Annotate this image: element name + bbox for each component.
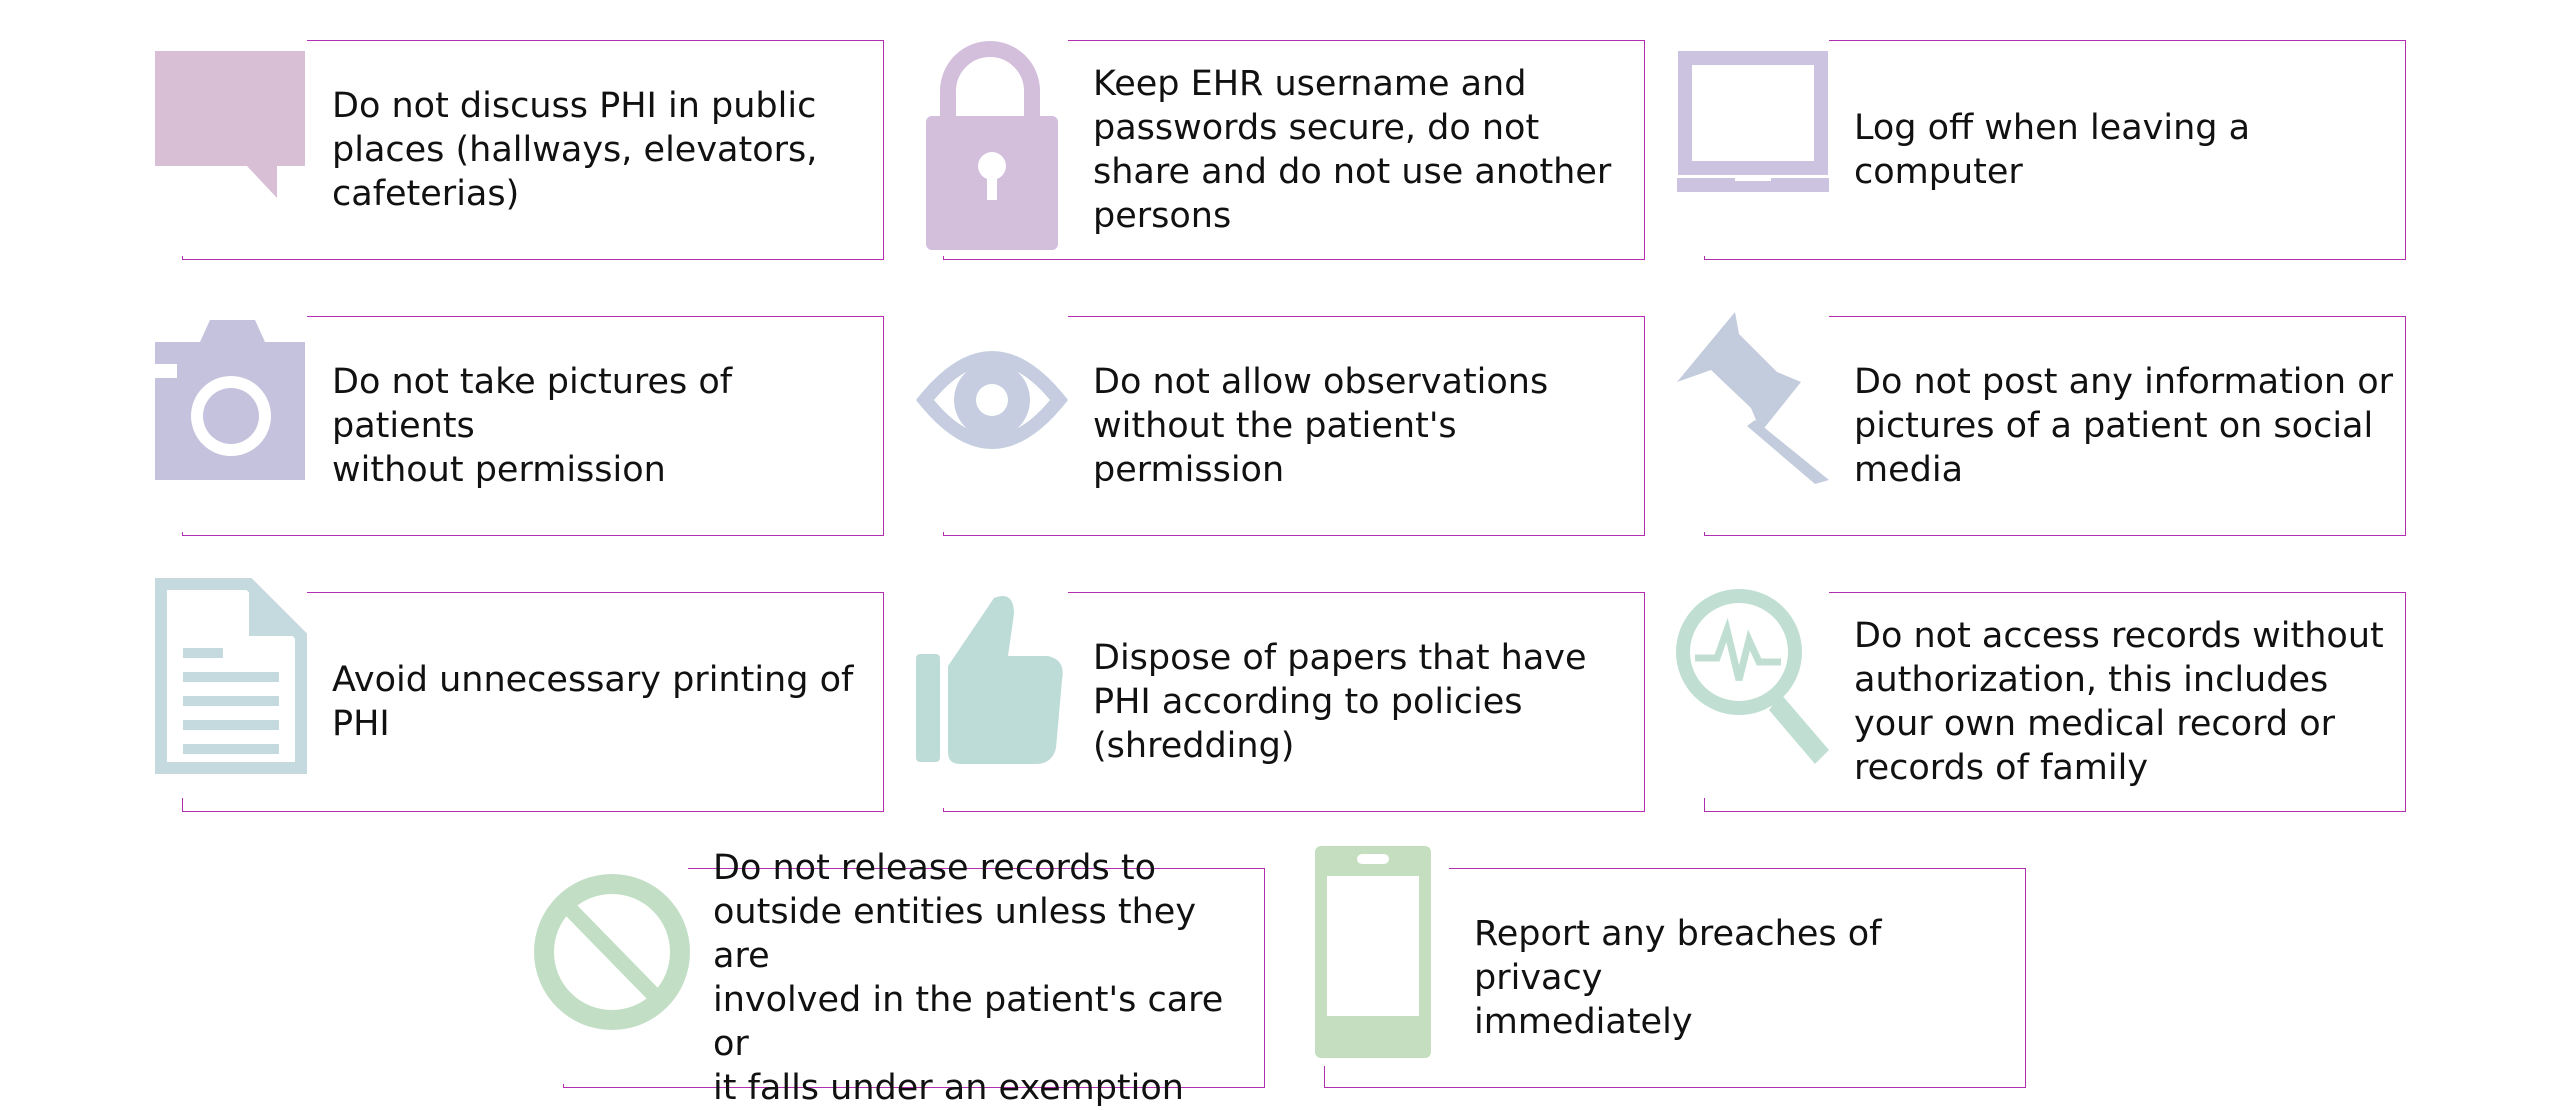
tip-icon-box-no-social-media [1677,312,1829,532]
tip-icon-box-no-unauthorized-access [1676,578,1829,798]
tip-icon-box-report-breaches [1297,846,1449,1066]
tip-text-no-observations: Do not allow observations without the pa… [1093,316,1638,536]
tip-text-no-social-media: Do not post any information or pictures … [1854,316,2399,536]
tip-label: Avoid unnecessary printing of PHI [332,660,854,744]
tip-icon-box-no-observations [916,312,1068,532]
tip-label: Report any breaches of privacy immediate… [1474,914,1882,1042]
magnifier-heartbeat-icon [1676,589,1829,764]
tip-text-log-off: Log off when leaving a computer [1854,40,2399,260]
prohibited-icon [534,874,690,1030]
eye-icon [916,351,1068,449]
tip-label: Do not take pictures of patients without… [332,362,733,490]
tip-icon-box-dispose-papers [916,588,1068,808]
tip-text-ehr-password: Keep EHR username and passwords secure, … [1093,40,1638,260]
tip-icon-box-no-pictures [155,312,307,532]
tip-text-dispose-papers: Dispose of papers that have PHI accordin… [1093,592,1638,812]
smartphone-icon [1315,846,1431,1058]
tip-label: Do not access records without authorizat… [1854,616,2384,788]
tip-text-no-unauthorized-access: Do not access records without authorizat… [1854,592,2399,812]
tip-text-report-breaches: Report any breaches of privacy immediate… [1474,868,2019,1088]
tip-text-public-places: Do not discuss PHI in public places (hal… [332,40,877,260]
tip-label: Do not discuss PHI in public places (hal… [332,86,818,214]
laptop-icon [1677,51,1829,192]
tip-text-no-pictures: Do not take pictures of patients without… [332,316,877,536]
tip-label: Do not allow observations without the pa… [1093,362,1549,490]
camera-icon [155,320,305,480]
tip-label: Log off when leaving a computer [1854,108,2251,192]
tip-icon-box-no-release [534,864,690,1084]
thumbs-up-icon [916,596,1063,764]
pushpin-icon [1677,312,1829,484]
tip-icon-box-avoid-printing [155,578,307,798]
tip-label: Do not release records to outside entiti… [713,848,1224,1108]
tip-icon-box-log-off [1677,36,1829,256]
tip-icon-box-ehr-password [916,36,1068,256]
tip-text-no-release: Do not release records to outside entiti… [713,848,1258,1108]
tip-icon-box-public-places [155,36,307,256]
tip-label: Do not post any information or pictures … [1854,362,2394,490]
tip-label: Dispose of papers that have PHI accordin… [1093,638,1587,766]
tip-text-avoid-printing: Avoid unnecessary printing of PHI [332,592,877,812]
speech-bubble-icon [155,51,305,198]
tip-label: Keep EHR username and passwords secure, … [1093,64,1612,236]
lock-icon [926,41,1058,250]
document-icon [155,578,307,774]
